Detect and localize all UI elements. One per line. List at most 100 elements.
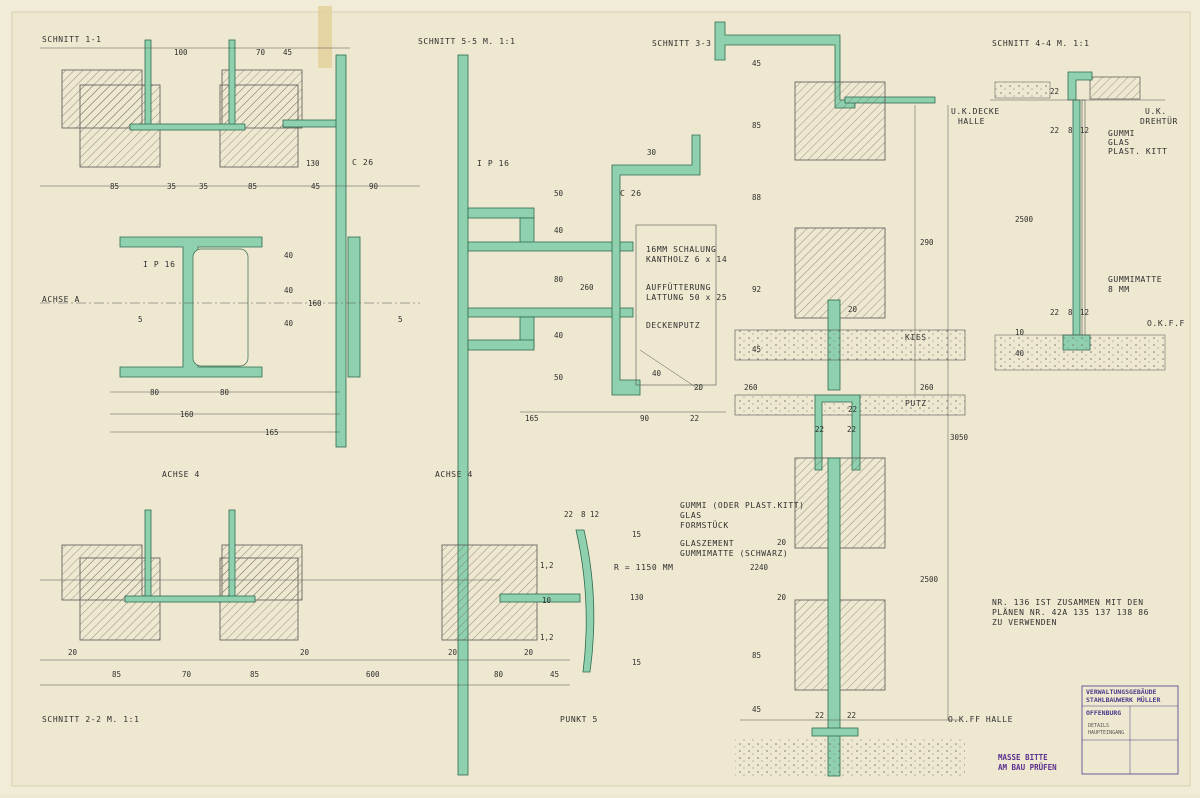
dim: 260 [580, 283, 594, 292]
note-line-2: PLÄNEN NR. 42A 135 137 138 86 [992, 607, 1149, 617]
dim: 35 [199, 182, 208, 191]
label-drehtur: DREHTÜR [1140, 116, 1178, 126]
dim: 40 [554, 331, 564, 340]
dim: 22 [847, 711, 856, 720]
title-details: DETAILS [1088, 723, 1109, 729]
label-uk-decke: U.K.DECKE [951, 107, 1000, 116]
section-5-5 [457, 54, 726, 776]
label-radius: R = 1150 MM [614, 563, 674, 572]
section-title-5-5: SCHNITT 5-5 M. 1:1 [418, 37, 516, 46]
dim: 20 [848, 305, 858, 314]
dim: 80 [150, 388, 160, 397]
axis-label-4-left: ACHSE 4 [162, 470, 200, 479]
dim: 22 [690, 414, 699, 423]
label-gummimatte: GUMMIMATTE [1108, 275, 1162, 284]
title-city: OFFENBURG [1086, 709, 1121, 717]
profile-ip16-left: I P 16 [143, 260, 176, 269]
axis-label-a: ACHSE A [42, 295, 80, 304]
label-glas: GLAS [1108, 138, 1130, 147]
title-building: VERWALTUNGSGEBÄUDE [1086, 687, 1157, 696]
dim: 22 [564, 510, 573, 519]
dim: 90 [369, 182, 379, 191]
dim: 160 [308, 299, 322, 308]
dim: 85 [752, 121, 761, 130]
dim: 80 [554, 275, 564, 284]
dim: 40 [554, 226, 564, 235]
profile-c26-left: C 26 [352, 158, 374, 167]
dim: 45 [752, 705, 761, 714]
section-3-3 [714, 21, 966, 777]
section-title-punkt-5: PUNKT 5 [560, 715, 598, 724]
dim: 45 [550, 670, 559, 679]
dim: 40 [284, 286, 294, 295]
dim: 20 [777, 538, 787, 547]
dim: 40 [284, 319, 294, 328]
label-kies: KIES [905, 333, 927, 342]
dim: 5 [398, 315, 403, 324]
dim: 85 [112, 670, 121, 679]
dim: 260 [744, 383, 758, 392]
dim: 20 [300, 648, 310, 657]
warning-line-2: AM BAU PRÜFEN [998, 763, 1057, 772]
label-auffutterung: AUFFÜTTERUNG [646, 282, 711, 292]
dim: 130 [630, 593, 644, 602]
dim: 22 [848, 405, 857, 414]
warning-line-1: MASSE BITTE [998, 753, 1048, 762]
label-deckenputz: DECKENPUTZ [646, 321, 700, 330]
label-okff: O.K.F.F [1147, 319, 1185, 328]
title-block [1081, 685, 1179, 775]
dim: 165 [265, 428, 279, 437]
dim: 10 [542, 596, 552, 605]
dim: 40 [284, 251, 294, 260]
section-4-4 [990, 71, 1166, 371]
title-company: STAHLBAUWERK MÜLLER [1086, 695, 1160, 704]
label-putz: PUTZ [905, 399, 927, 408]
dim: 5 [138, 315, 143, 324]
dim: 40 [652, 369, 662, 378]
dim: 20 [448, 648, 458, 657]
dim: 15 [632, 658, 641, 667]
dim: 90 [640, 414, 650, 423]
label-glaszement: GLASZEMENT [680, 539, 734, 548]
profile-ip16-mid: I P 16 [477, 159, 510, 168]
label-gummi: GUMMI [1108, 129, 1135, 138]
label-okff-halle: O.K.FF HALLE [948, 715, 1013, 724]
dim: 290 [920, 238, 934, 247]
dim: 20 [694, 383, 704, 392]
title-haupteingang: HAUPTEINGANG [1088, 730, 1124, 736]
label-gummimatte-mm: 8 MM [1108, 285, 1130, 294]
dim: 12 [1080, 126, 1089, 135]
dim: 45 [752, 345, 761, 354]
label-kantholz: KANTHOLZ 6 x 14 [646, 255, 727, 264]
dim: 8 [1068, 126, 1073, 135]
dim: 12 [1080, 308, 1089, 317]
label-schalung: 16MM SCHALUNG [646, 245, 716, 254]
dim: 20 [524, 648, 534, 657]
dim: 3050 [950, 433, 969, 442]
dim: 85 [110, 182, 119, 191]
dim: 12 [590, 510, 599, 519]
ip16-cross-section [40, 236, 420, 433]
dim: 130 [306, 159, 320, 168]
label-gummi-oder: GUMMI (ODER PLAST.KITT) [680, 501, 805, 510]
dim: 1,2 [540, 561, 554, 570]
dim: 30 [647, 148, 657, 157]
label-uk: U.K. [1145, 107, 1167, 116]
dim: 45 [283, 48, 292, 57]
section-title-3-3: SCHNITT 3-3 [652, 39, 712, 48]
dim: 1,2 [540, 633, 554, 642]
dim: 40 [1015, 349, 1025, 358]
dim: 35 [167, 182, 176, 191]
dim: 45 [752, 59, 761, 68]
dim: 22 [1050, 308, 1059, 317]
label-lattung: LATTUNG 50 x 25 [646, 293, 727, 302]
dim: 165 [525, 414, 539, 423]
profile-c26-mid: C 26 [620, 189, 642, 198]
dim: 45 [311, 182, 320, 191]
dim: 20 [777, 593, 787, 602]
dim: 22 [1050, 126, 1059, 135]
dim: 10 [1015, 328, 1025, 337]
dim: 92 [752, 285, 761, 294]
